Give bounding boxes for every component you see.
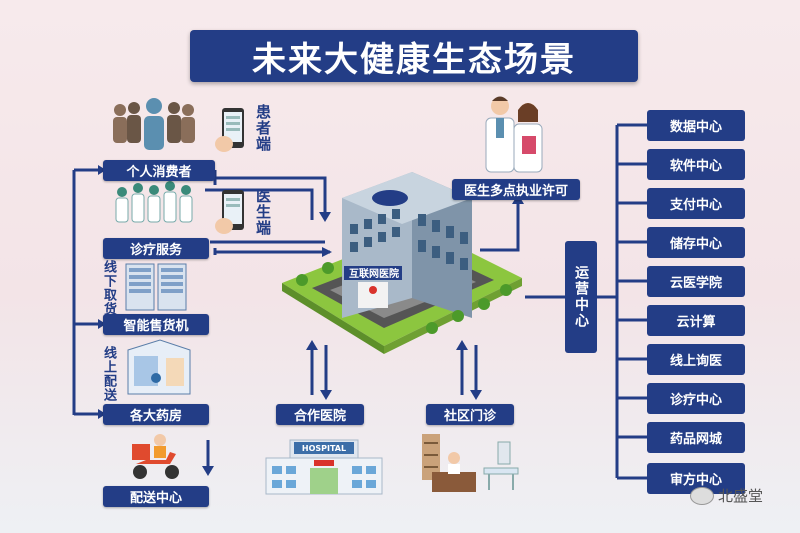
hospital-building-sign: HOSPITAL — [301, 444, 347, 453]
internet-hospital-illustration — [282, 172, 522, 354]
node-pharmacy: 各大药房 — [103, 404, 209, 425]
node-treatment-center: 诊疗中心 — [647, 383, 745, 414]
node-operations-center: 运营中心 — [565, 241, 597, 353]
node-online-consultation: 线上询医 — [647, 344, 745, 375]
pharmacy-illustration — [127, 339, 191, 395]
title-banner: 未来大健康生态场景 — [190, 30, 638, 82]
node-software-center: 软件中心 — [647, 149, 745, 180]
node-cloud-medical-college: 云医学院 — [647, 266, 745, 297]
watermark-text: 北盛堂 — [718, 487, 764, 505]
doctors-illustration — [485, 96, 543, 173]
medical-staff-illustration — [115, 181, 193, 223]
patient-side-label: 患者端 — [254, 104, 272, 152]
watermark: 北盛堂 — [690, 485, 763, 506]
internet-hospital-sign: 互联网医院 — [349, 269, 399, 280]
node-community-clinic: 社区门诊 — [426, 404, 514, 425]
people-group-illustration — [113, 98, 195, 150]
delivery-scooter-illustration — [132, 434, 179, 479]
wechat-icon — [690, 486, 714, 505]
node-storage-center: 储存中心 — [647, 227, 745, 258]
node-drug-mall: 药品网城 — [647, 422, 745, 453]
node-payment-center: 支付中心 — [647, 188, 745, 219]
vending-machine-illustration — [125, 263, 187, 311]
offline-pickup-label: 线下取货 — [101, 260, 116, 316]
partner-hospital-illustration — [265, 439, 383, 495]
node-consumer: 个人消费者 — [103, 160, 215, 181]
node-vending-machine: 智能售货机 — [103, 314, 209, 335]
node-diagnosis-service: 诊疗服务 — [103, 238, 209, 259]
community-clinic-illustration — [422, 434, 519, 492]
node-multi-site-license: 医生多点执业许可 — [452, 179, 580, 200]
patient-phone-illustration — [215, 108, 244, 152]
doctor-phone-illustration — [215, 190, 244, 234]
node-delivery-center: 配送中心 — [103, 486, 209, 507]
node-partner-hospital: 合作医院 — [276, 404, 364, 425]
operations-center-label: 运营中心 — [573, 265, 589, 329]
page-title: 未来大健康生态场景 — [252, 39, 576, 80]
node-prescription-review-center: 审方中心 — [647, 463, 745, 494]
doctor-side-label: 医生端 — [254, 188, 272, 236]
node-cloud-computing: 云计算 — [647, 305, 745, 336]
node-data-center: 数据中心 — [647, 110, 745, 141]
online-delivery-label: 线上配送 — [101, 346, 116, 402]
